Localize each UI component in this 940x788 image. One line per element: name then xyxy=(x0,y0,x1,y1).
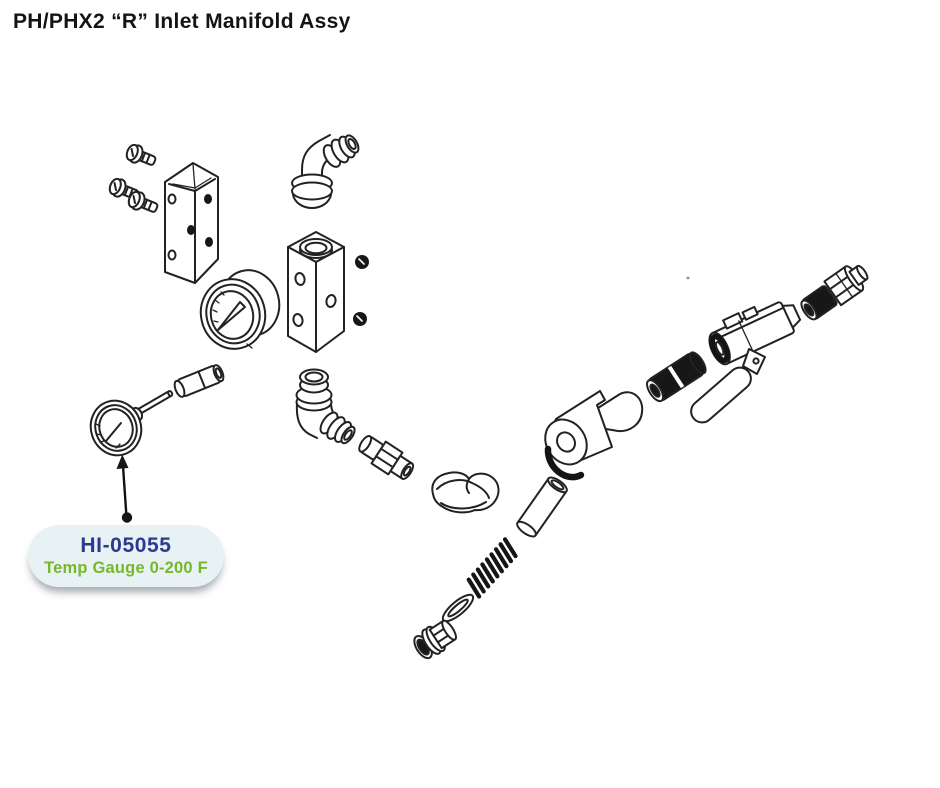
part-street-elbow xyxy=(431,471,500,514)
callout-arrow xyxy=(116,454,133,523)
part-check-valve-body xyxy=(544,390,644,481)
part-temp-gauge xyxy=(89,390,174,457)
part-mounting-screws xyxy=(108,143,159,213)
part-callout[interactable]: HI-05055 Temp Gauge 0-200 F xyxy=(28,525,224,587)
part-elbow-fitting-top xyxy=(291,134,360,209)
part-elbow-fitting-port xyxy=(295,368,356,445)
part-cylinder-sleeve xyxy=(516,476,568,538)
speck xyxy=(686,276,690,280)
part-mounting-bracket xyxy=(164,162,219,284)
part-spring xyxy=(466,537,518,599)
part-set-screw-plugs xyxy=(353,255,369,326)
page-title: PH/PHX2 “R” Inlet Manifold Assy xyxy=(13,10,351,33)
part-spacer-fitting xyxy=(173,364,225,398)
part-ball-valve xyxy=(690,301,802,424)
callout-part-number: HI-05055 xyxy=(80,534,172,558)
part-pipe-nipple xyxy=(646,351,707,403)
part-hex-union xyxy=(358,434,415,480)
part-pressure-gauge xyxy=(199,269,281,350)
part-manifold-block xyxy=(287,231,345,353)
callout-description: Temp Gauge 0-200 F xyxy=(44,558,208,577)
part-hex-adapter xyxy=(800,264,869,321)
part-hex-plug xyxy=(413,619,457,660)
